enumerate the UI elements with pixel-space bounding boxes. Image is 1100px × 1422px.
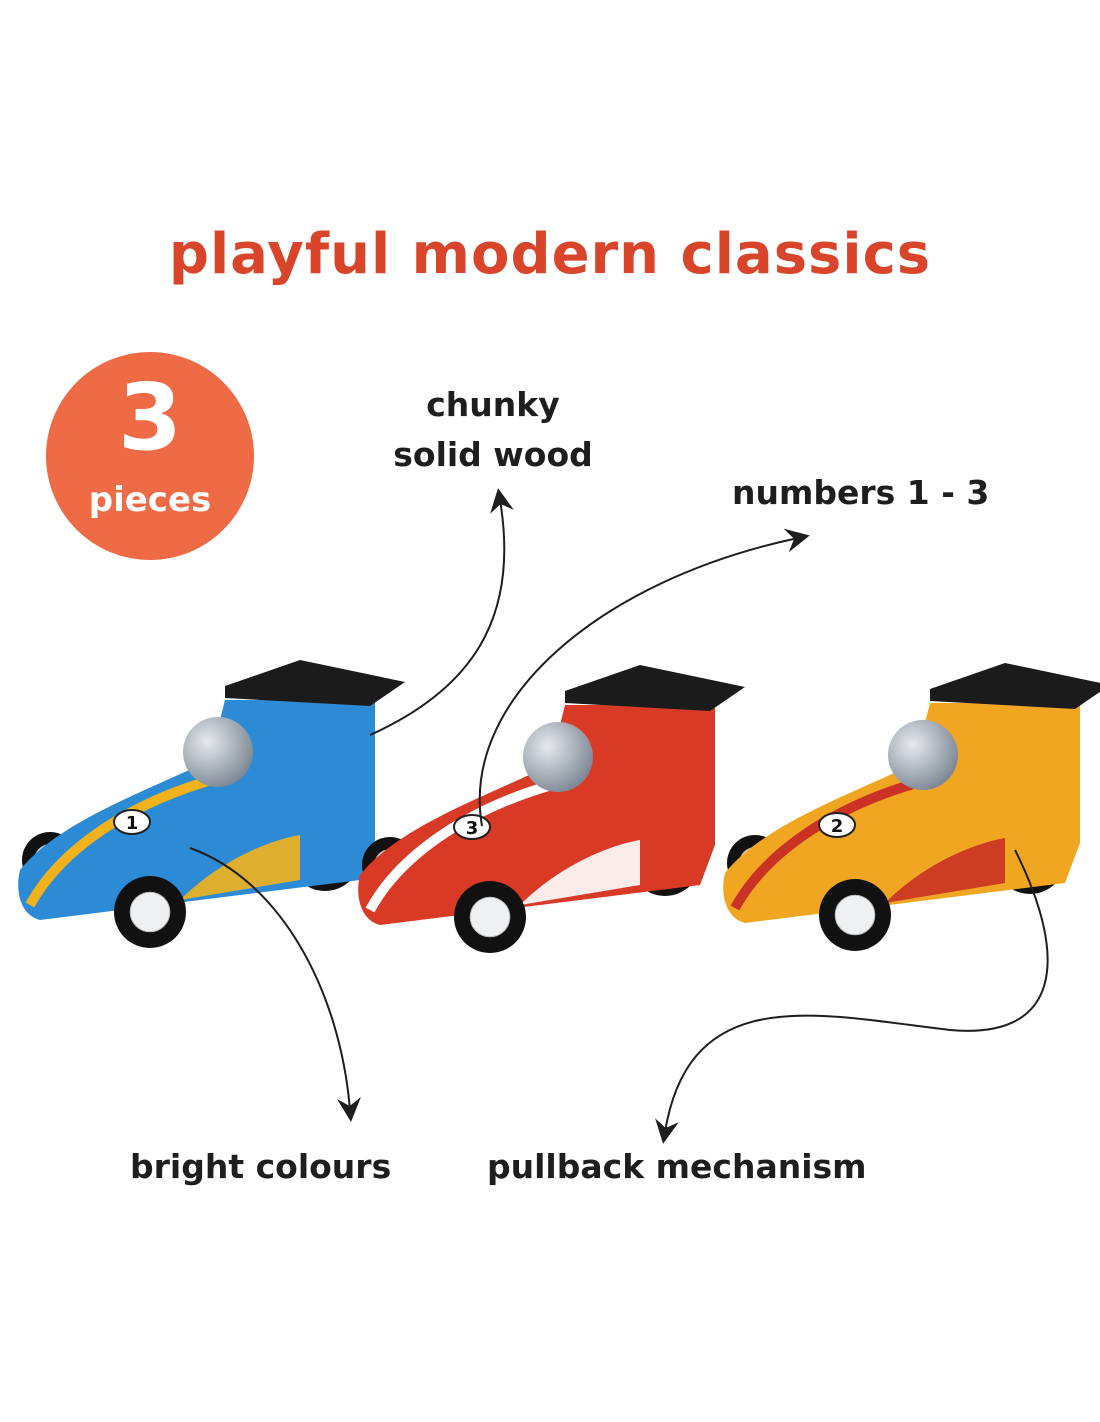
label-wood: chunky solid wood <box>388 380 598 480</box>
arrow-numbers <box>478 528 810 827</box>
car-number: 1 <box>126 813 139 834</box>
car-side-panel <box>885 838 1005 903</box>
car-stripe <box>25 770 232 908</box>
car-stripe <box>365 775 572 913</box>
badge-number: 3 <box>117 364 182 471</box>
label-numbers: numbers 1 - 3 <box>732 473 990 512</box>
label-colours: bright colours <box>130 1147 392 1186</box>
car-stripe <box>730 773 937 911</box>
number-disc <box>818 812 856 838</box>
car-number: 3 <box>466 818 479 839</box>
car-spoiler <box>225 660 405 706</box>
arrow-wood <box>369 488 514 736</box>
page-title: playful modern classics <box>168 222 932 287</box>
car-red: 3 <box>358 665 745 953</box>
number-disc <box>113 809 151 835</box>
driver-ball <box>523 722 593 792</box>
pieces-badge: 3 pieces <box>46 352 254 560</box>
callout-arrows <box>189 488 1049 1144</box>
wheel-hub-icon <box>129 891 171 933</box>
driver-ball <box>888 720 958 790</box>
car-spoiler <box>930 663 1100 709</box>
wheel-hub-icon <box>469 896 511 938</box>
badge-unit: pieces <box>88 480 212 520</box>
driver-ball <box>183 717 253 787</box>
label-wood-line2: solid wood <box>393 435 593 474</box>
car-side-panel <box>520 840 640 905</box>
car-blue: 1 <box>18 660 405 948</box>
arrow-colours <box>189 847 361 1122</box>
arrow-pullback <box>655 849 1049 1144</box>
car-side-panel <box>180 835 300 900</box>
label-wood-line1: chunky <box>426 385 560 424</box>
car-spoiler <box>565 665 745 711</box>
label-pullback: pullback mechanism <box>487 1147 867 1186</box>
car-yellow: 2 <box>723 663 1100 951</box>
wheel-hub-icon <box>834 894 876 936</box>
car-number: 2 <box>831 816 844 837</box>
